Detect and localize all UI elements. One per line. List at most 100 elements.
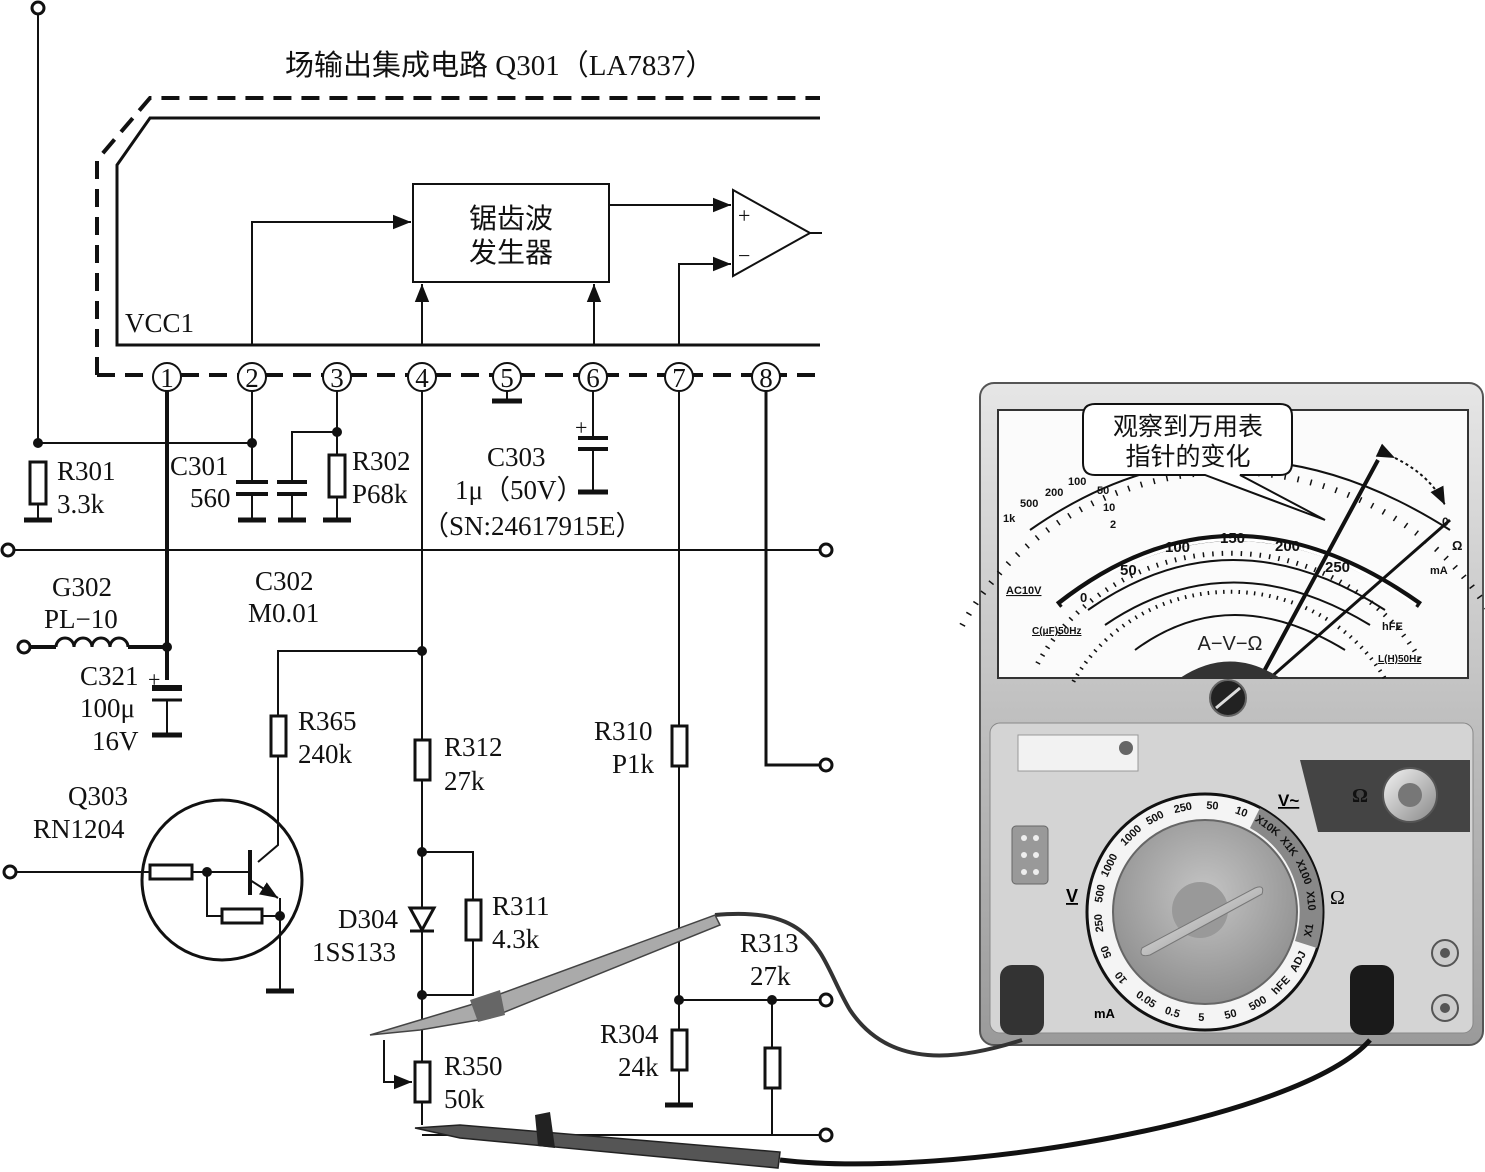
dial-dcv-option[interactable]: 10: [1113, 969, 1130, 986]
scale-tick: [1321, 570, 1326, 576]
scale-tick: [1343, 630, 1347, 635]
scale-tick: [1443, 555, 1449, 561]
scale-tick: [1304, 563, 1308, 569]
scale-tick: [1330, 574, 1334, 581]
dial-acv-option[interactable]: 10: [1233, 805, 1249, 820]
callout-bubble: [1082, 403, 1326, 521]
capacitor-c301: [236, 391, 268, 523]
scale-tick: [988, 580, 995, 586]
ic-internal-wiring: [251, 197, 731, 345]
ohm-tick-2: 2: [1110, 519, 1116, 531]
black-test-probe[interactable]: [414, 1038, 1372, 1169]
scale-tick: [1369, 600, 1374, 606]
ohm-tick-100: 100: [1068, 476, 1086, 488]
scale-tick: [1102, 494, 1107, 501]
dial-ma-option[interactable]: 50: [1223, 1007, 1238, 1022]
needle-position-2: [1269, 518, 1451, 680]
scale-tick: [972, 600, 979, 606]
com-socket[interactable]: [1000, 965, 1044, 1035]
zero-adjust-label: Ω: [1352, 785, 1368, 807]
ic-outer-outline: [95, 96, 820, 375]
ohm-tick-1k: 1k: [1003, 513, 1016, 525]
scale-tick: [1392, 515, 1398, 522]
r310-name: R310: [594, 716, 653, 746]
ac10v-label: AC10V: [1006, 585, 1042, 597]
dial-dcv-option[interactable]: 50: [1099, 944, 1115, 960]
r304-value: 24k: [618, 1052, 659, 1082]
red-test-probe[interactable]: [369, 911, 1023, 1058]
scale-tick: [1115, 628, 1120, 633]
c302-name: C302: [255, 566, 314, 596]
scale-tick: [1309, 479, 1313, 486]
scale-tick: [1359, 645, 1364, 650]
r365-name: R365: [298, 706, 357, 736]
scale-tick: [1127, 619, 1132, 624]
scale-tick: [1068, 616, 1074, 622]
scale-tick: [1082, 603, 1087, 609]
scale-tick: [1337, 625, 1341, 630]
scale-tick: [1155, 562, 1159, 568]
scale-tick: [1034, 534, 1040, 541]
pin-5: 5: [492, 362, 522, 393]
block-label-line2: 发生器: [469, 236, 553, 269]
pin-2: 2: [237, 362, 267, 393]
dial-dcv-option[interactable]: 250: [1093, 913, 1107, 933]
ohm-tick-200: 200: [1045, 487, 1063, 499]
dial-ma-option[interactable]: 5: [1198, 1012, 1205, 1024]
scale-tick: [1075, 610, 1080, 615]
scale-tick: [1005, 560, 1012, 567]
sawtooth-generator-block: [412, 183, 610, 283]
svg-text:1: 1: [160, 363, 174, 393]
scale-tick: [1067, 512, 1072, 519]
scale-tick: [1296, 476, 1300, 483]
scale-tick: [1395, 626, 1401, 631]
display-window: [1017, 734, 1139, 772]
scale-tick: [1376, 606, 1381, 612]
pin4-chain: [383, 391, 483, 1125]
scale-tick: [1104, 638, 1108, 642]
pin1-wire: [152, 391, 182, 738]
dial-ohm-option[interactable]: X1: [1302, 923, 1316, 938]
scale-tick: [1277, 555, 1281, 562]
r313-value: 27k: [750, 961, 791, 991]
scale-tick: [1346, 584, 1351, 590]
selector-knob-pointer[interactable]: [1140, 886, 1264, 957]
scale-tick: [1268, 554, 1271, 560]
transistor-socket: [1011, 825, 1049, 885]
scale-tick: [1348, 634, 1353, 639]
svg-text:6: 6: [586, 363, 600, 393]
positive-socket[interactable]: [1350, 965, 1394, 1035]
dial-ma-option[interactable]: 0.5: [1163, 1005, 1181, 1021]
scale-tick: [1079, 666, 1084, 671]
scale-tick: [1104, 587, 1109, 593]
opamp-minus: −: [738, 243, 750, 268]
dcv-tick-zero: 0: [1080, 590, 1087, 605]
scale-tick: [1024, 543, 1030, 549]
r310-value: P1k: [612, 749, 655, 779]
c321-voltage: 16V: [92, 726, 139, 756]
dial-dcv-option[interactable]: 500: [1093, 883, 1108, 903]
dial-ohm-option[interactable]: X10: [1304, 891, 1318, 912]
scale-tick: [1075, 672, 1080, 677]
scale-tick: [1373, 662, 1378, 667]
dial-acv-option[interactable]: 50: [1206, 800, 1219, 813]
svg-text:5: 5: [500, 363, 514, 393]
scale-tick: [1148, 607, 1152, 613]
scale-tick: [1253, 591, 1256, 596]
needle-pivot-cover: [1180, 661, 1280, 678]
scale-tick: [1259, 552, 1262, 558]
scale-tick: [1199, 591, 1202, 597]
scale-tick: [1406, 640, 1412, 645]
scale-tick: [1268, 593, 1271, 599]
avo-label: A−V−Ω: [1198, 633, 1263, 655]
r311-value: 4.3k: [492, 924, 540, 954]
r301-value: 3.3k: [57, 489, 105, 519]
dial-acv-option[interactable]: 250: [1173, 800, 1193, 816]
scale-tick: [1381, 675, 1387, 679]
c303-name: C303: [487, 442, 546, 472]
scale-tick: [1014, 551, 1021, 558]
scale-tick: [1141, 611, 1145, 616]
scale-tick: [1346, 491, 1351, 498]
q303-value: RN1204: [33, 814, 125, 844]
